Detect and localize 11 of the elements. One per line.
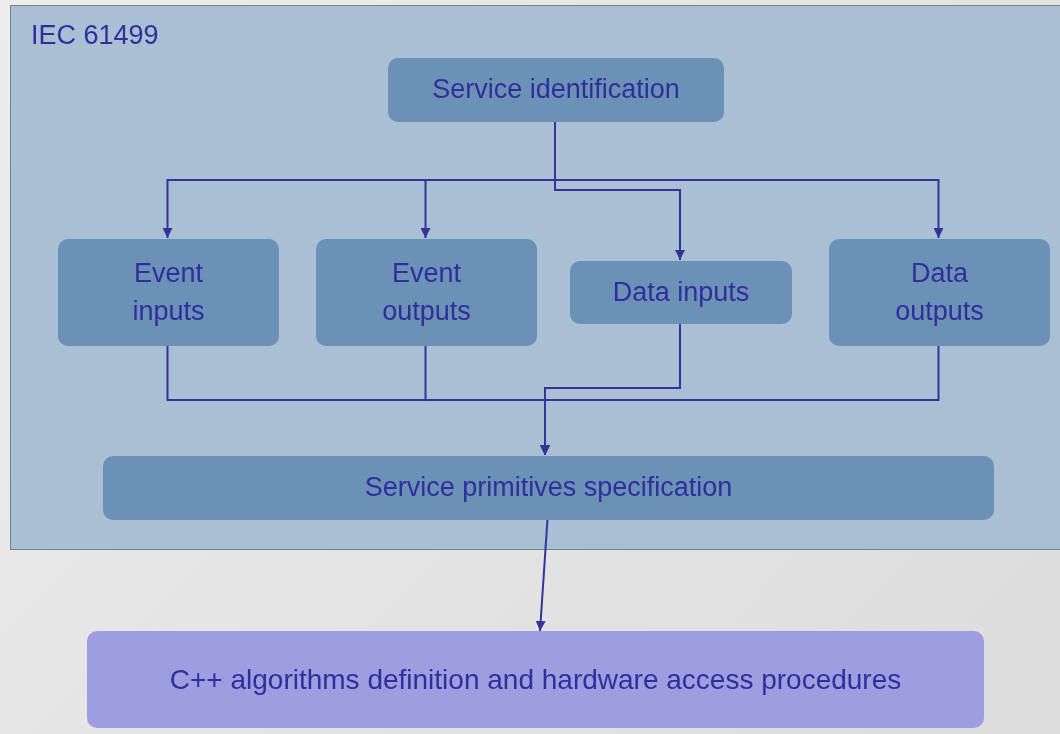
arrow: [535, 518, 549, 632]
process-box: Data outputs: [829, 239, 1050, 346]
process-box: Service identification: [388, 58, 724, 122]
output-box: C++ algorithms definition and hardware access procedures: [87, 631, 984, 728]
process-box: Service primitives specification: [103, 456, 994, 520]
process-box: Data inputs: [570, 261, 792, 324]
process-box: Event outputs: [316, 239, 537, 346]
panel-title: IEC 61499: [31, 20, 159, 51]
arrow: [540, 344, 940, 456]
group-panel: [10, 5, 1060, 550]
process-box: Event inputs: [58, 239, 279, 346]
